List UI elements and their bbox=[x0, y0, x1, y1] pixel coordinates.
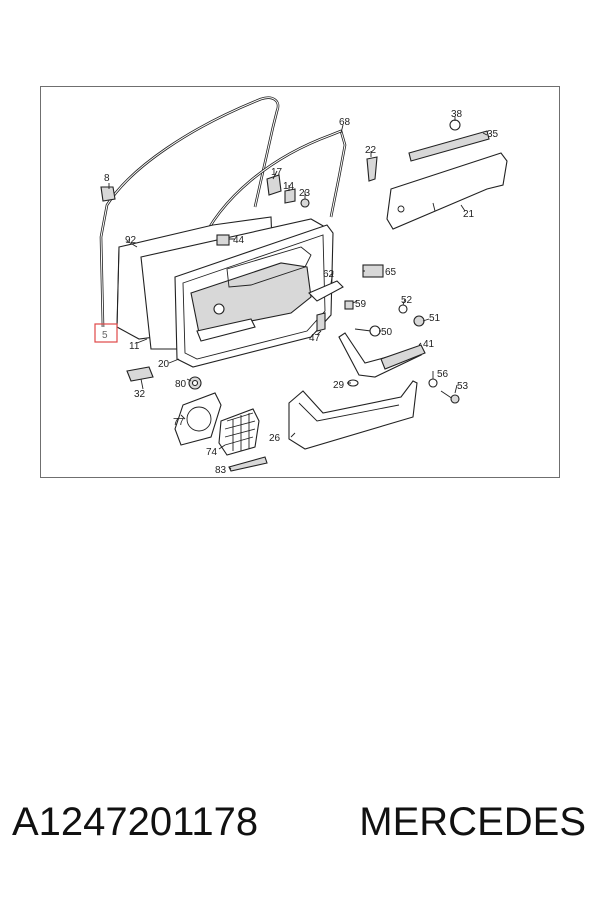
door-seal-inner bbox=[197, 129, 347, 248]
part-51-nut bbox=[413, 315, 425, 327]
part-32-clip bbox=[126, 366, 154, 382]
part-26-pocket bbox=[288, 380, 418, 450]
callout-59: 59 bbox=[355, 299, 367, 310]
part-50-screw bbox=[354, 325, 381, 337]
part-74-grille bbox=[218, 408, 260, 456]
callout-8: 8 bbox=[104, 173, 110, 184]
highlight-box-5 bbox=[94, 323, 118, 343]
part-8-clip bbox=[100, 186, 116, 202]
callout-47: 47 bbox=[309, 333, 321, 344]
part-35-strip bbox=[408, 130, 490, 162]
callout-51: 51 bbox=[429, 313, 441, 324]
part-47-clip bbox=[316, 312, 326, 332]
callout-26: 26 bbox=[269, 433, 281, 444]
callout-23: 23 bbox=[299, 188, 311, 199]
callout-17: 17 bbox=[271, 167, 283, 178]
callout-highlighted: 5 bbox=[102, 330, 108, 341]
callout-80: 80 bbox=[175, 379, 187, 390]
callout-52: 52 bbox=[401, 295, 413, 306]
callout-35: 35 bbox=[487, 129, 499, 140]
part-44-clip bbox=[216, 234, 230, 246]
callout-68: 68 bbox=[339, 117, 351, 128]
footer: A1247201178 MERCEDES bbox=[0, 800, 600, 864]
part-23-screw bbox=[300, 198, 310, 208]
part-22-clip bbox=[366, 156, 378, 182]
part-62-handle bbox=[308, 280, 344, 302]
callout-44: 44 bbox=[233, 235, 245, 246]
brand-name: MERCEDES bbox=[359, 800, 586, 844]
part-52-washer bbox=[398, 304, 408, 314]
callout-20: 20 bbox=[158, 359, 170, 370]
callout-92: 92 bbox=[125, 235, 137, 246]
callout-56: 56 bbox=[437, 369, 449, 380]
leader-lines bbox=[108, 117, 488, 470]
callout-32: 32 bbox=[134, 389, 146, 400]
callout-74: 74 bbox=[206, 447, 218, 458]
callout-62: 62 bbox=[323, 269, 335, 280]
part-21-cover bbox=[386, 152, 508, 230]
callout-29: 29 bbox=[333, 380, 345, 391]
callout-14: 14 bbox=[283, 181, 295, 192]
part-80-grommet bbox=[188, 376, 202, 390]
callout-21: 21 bbox=[463, 209, 475, 220]
callout-83: 83 bbox=[215, 465, 227, 476]
part-59-clip bbox=[344, 300, 354, 310]
part-20-trim-panel bbox=[174, 224, 334, 368]
part-56-washer bbox=[428, 378, 438, 388]
part-41-grab-handle bbox=[338, 332, 426, 378]
part-83-strip bbox=[228, 456, 268, 472]
callout-11: 11 bbox=[129, 341, 140, 352]
callout-50: 50 bbox=[381, 327, 393, 338]
callout-41: 41 bbox=[423, 339, 435, 350]
callout-22: 22 bbox=[365, 145, 377, 156]
part-65-switch bbox=[362, 264, 384, 278]
part-77-ring bbox=[174, 392, 222, 446]
part-number: A1247201178 bbox=[12, 800, 259, 844]
part-38-cap bbox=[449, 119, 461, 131]
callout-38: 38 bbox=[451, 109, 463, 120]
callout-53: 53 bbox=[457, 381, 469, 392]
part-53-screw bbox=[440, 390, 460, 404]
callout-77: 77 bbox=[173, 417, 185, 428]
callout-65: 65 bbox=[385, 267, 397, 278]
part-14-bracket bbox=[284, 188, 296, 204]
part-17-bracket bbox=[266, 174, 282, 196]
door-seal-outer bbox=[99, 96, 280, 328]
